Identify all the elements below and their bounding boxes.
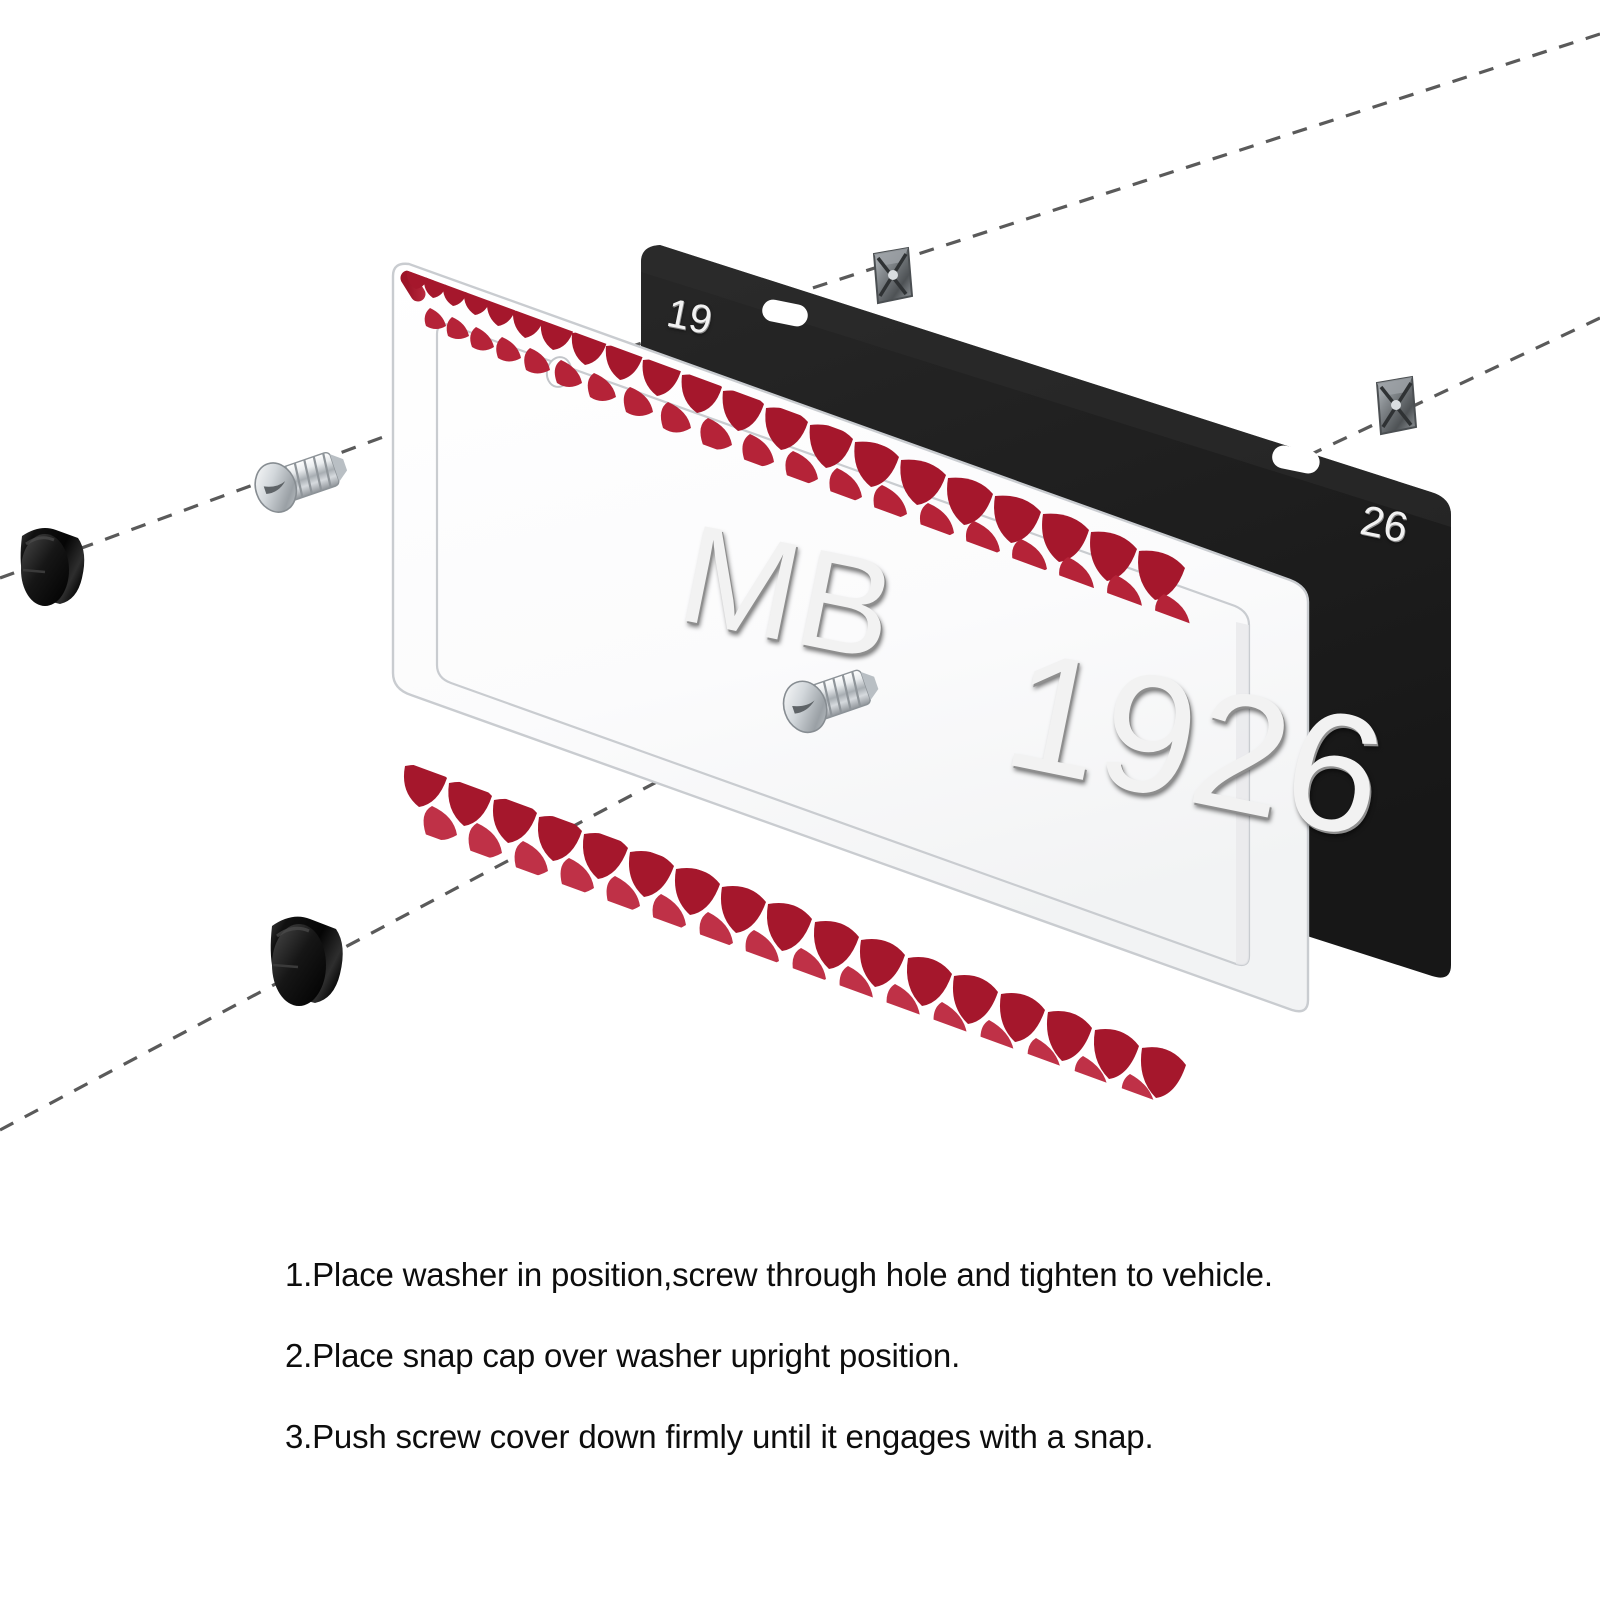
screw-2 xyxy=(782,669,879,734)
snap-cap-2 xyxy=(270,916,343,1006)
instruction-list: 1.Place washer in position,screw through… xyxy=(285,1258,1405,1453)
guide-line-upper-right xyxy=(789,316,1600,702)
stitch-group-bottom-upper xyxy=(403,764,1186,1098)
guide-line-lower-left xyxy=(0,704,801,1132)
snap-cap-1 xyxy=(20,528,85,606)
instruction-step-1: 1.Place washer in position,screw through… xyxy=(285,1256,1273,1293)
plate-mounting-slot-left xyxy=(762,299,808,327)
screw-1 xyxy=(254,451,348,513)
instruction-step-3: 3.Push screw cover down firmly until it … xyxy=(285,1418,1154,1455)
plate-mounting-slot-right xyxy=(1272,445,1320,474)
assembly-guide-lines xyxy=(0,32,1600,1132)
square-washer-1 xyxy=(872,246,914,305)
instruction-step-2: 2.Place snap cap over washer upright pos… xyxy=(285,1337,961,1374)
square-washer-2 xyxy=(1375,375,1418,436)
